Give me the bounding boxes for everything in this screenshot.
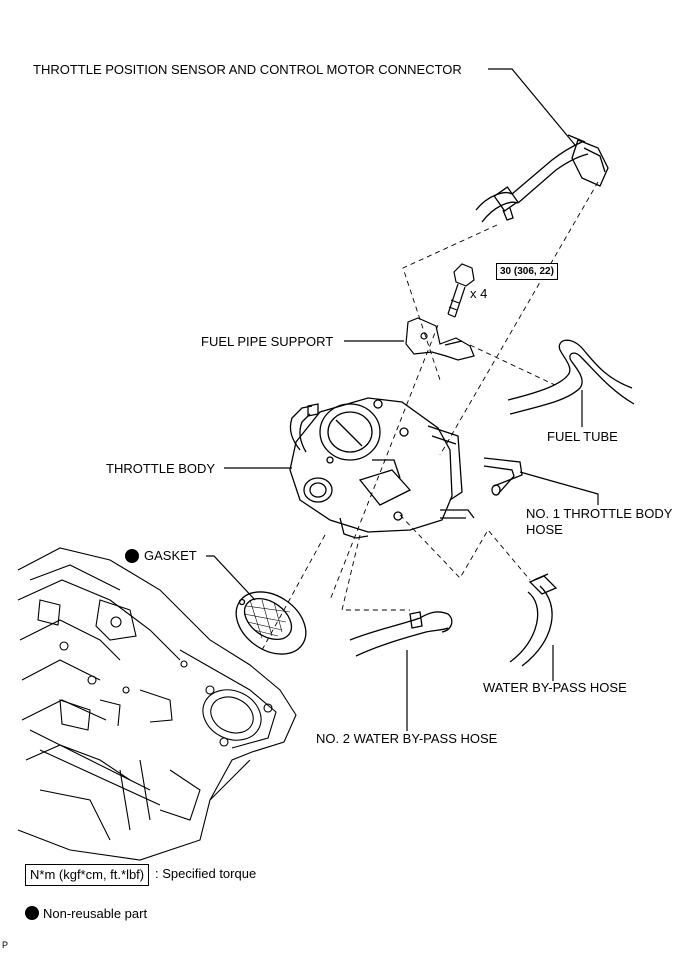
fuel-tube-label: FUEL TUBE xyxy=(547,429,618,444)
guide-no2 xyxy=(341,534,410,611)
fuel-tube xyxy=(507,339,635,415)
intake-manifold xyxy=(17,547,297,861)
no1-hose-label-line2: HOSE xyxy=(526,522,563,537)
connector-harness xyxy=(475,134,609,223)
connector-leader xyxy=(488,68,576,146)
no1-hose-label-line1: NO. 1 THROTTLE BODY xyxy=(526,506,673,521)
bolt-torque-value: 30 (306, 22) xyxy=(496,263,558,280)
gasket-label: GASKET xyxy=(144,548,197,563)
water-bypass-hose xyxy=(509,573,558,667)
legend-torque-desc: : Specified torque xyxy=(155,866,257,881)
throttle-body xyxy=(289,397,475,539)
legend-non-reusable-desc: Non-reusable part xyxy=(43,906,148,921)
fuel-pipe-support-label: FUEL PIPE SUPPORT xyxy=(201,334,334,349)
throttle-body-label: THROTTLE BODY xyxy=(106,461,216,476)
legend-non-reusable-icon xyxy=(25,906,39,920)
bolt-quantity: x 4 xyxy=(470,286,488,301)
connector-label: THROTTLE POSITION SENSOR AND CONTROL MOT… xyxy=(33,62,462,77)
bolt xyxy=(447,263,475,318)
guide-connector-to-support xyxy=(402,224,498,381)
corner-mark: P xyxy=(2,940,9,950)
guide-bolt xyxy=(329,324,439,601)
gasket-leader xyxy=(206,555,256,601)
gasket xyxy=(235,591,307,655)
no2-water-bypass-label: NO. 2 WATER BY-PASS HOSE xyxy=(316,731,498,746)
water-bypass-label: WATER BY-PASS HOSE xyxy=(483,680,627,695)
non-reusable-marker-icon xyxy=(125,549,139,563)
guide-connector-to-body xyxy=(439,181,599,456)
guide-support-to-fueltube xyxy=(469,344,556,386)
legend-torque-box: N*m (kgf*cm, ft.*lbf) xyxy=(25,864,150,886)
guide-gasket xyxy=(261,534,326,651)
guide-water xyxy=(399,514,531,581)
no2-water-bypass-hose xyxy=(349,611,453,657)
no1-throttle-body-hose xyxy=(483,457,523,496)
no1-hose-leader xyxy=(519,471,599,505)
fuel-pipe-support-bracket xyxy=(405,317,475,361)
